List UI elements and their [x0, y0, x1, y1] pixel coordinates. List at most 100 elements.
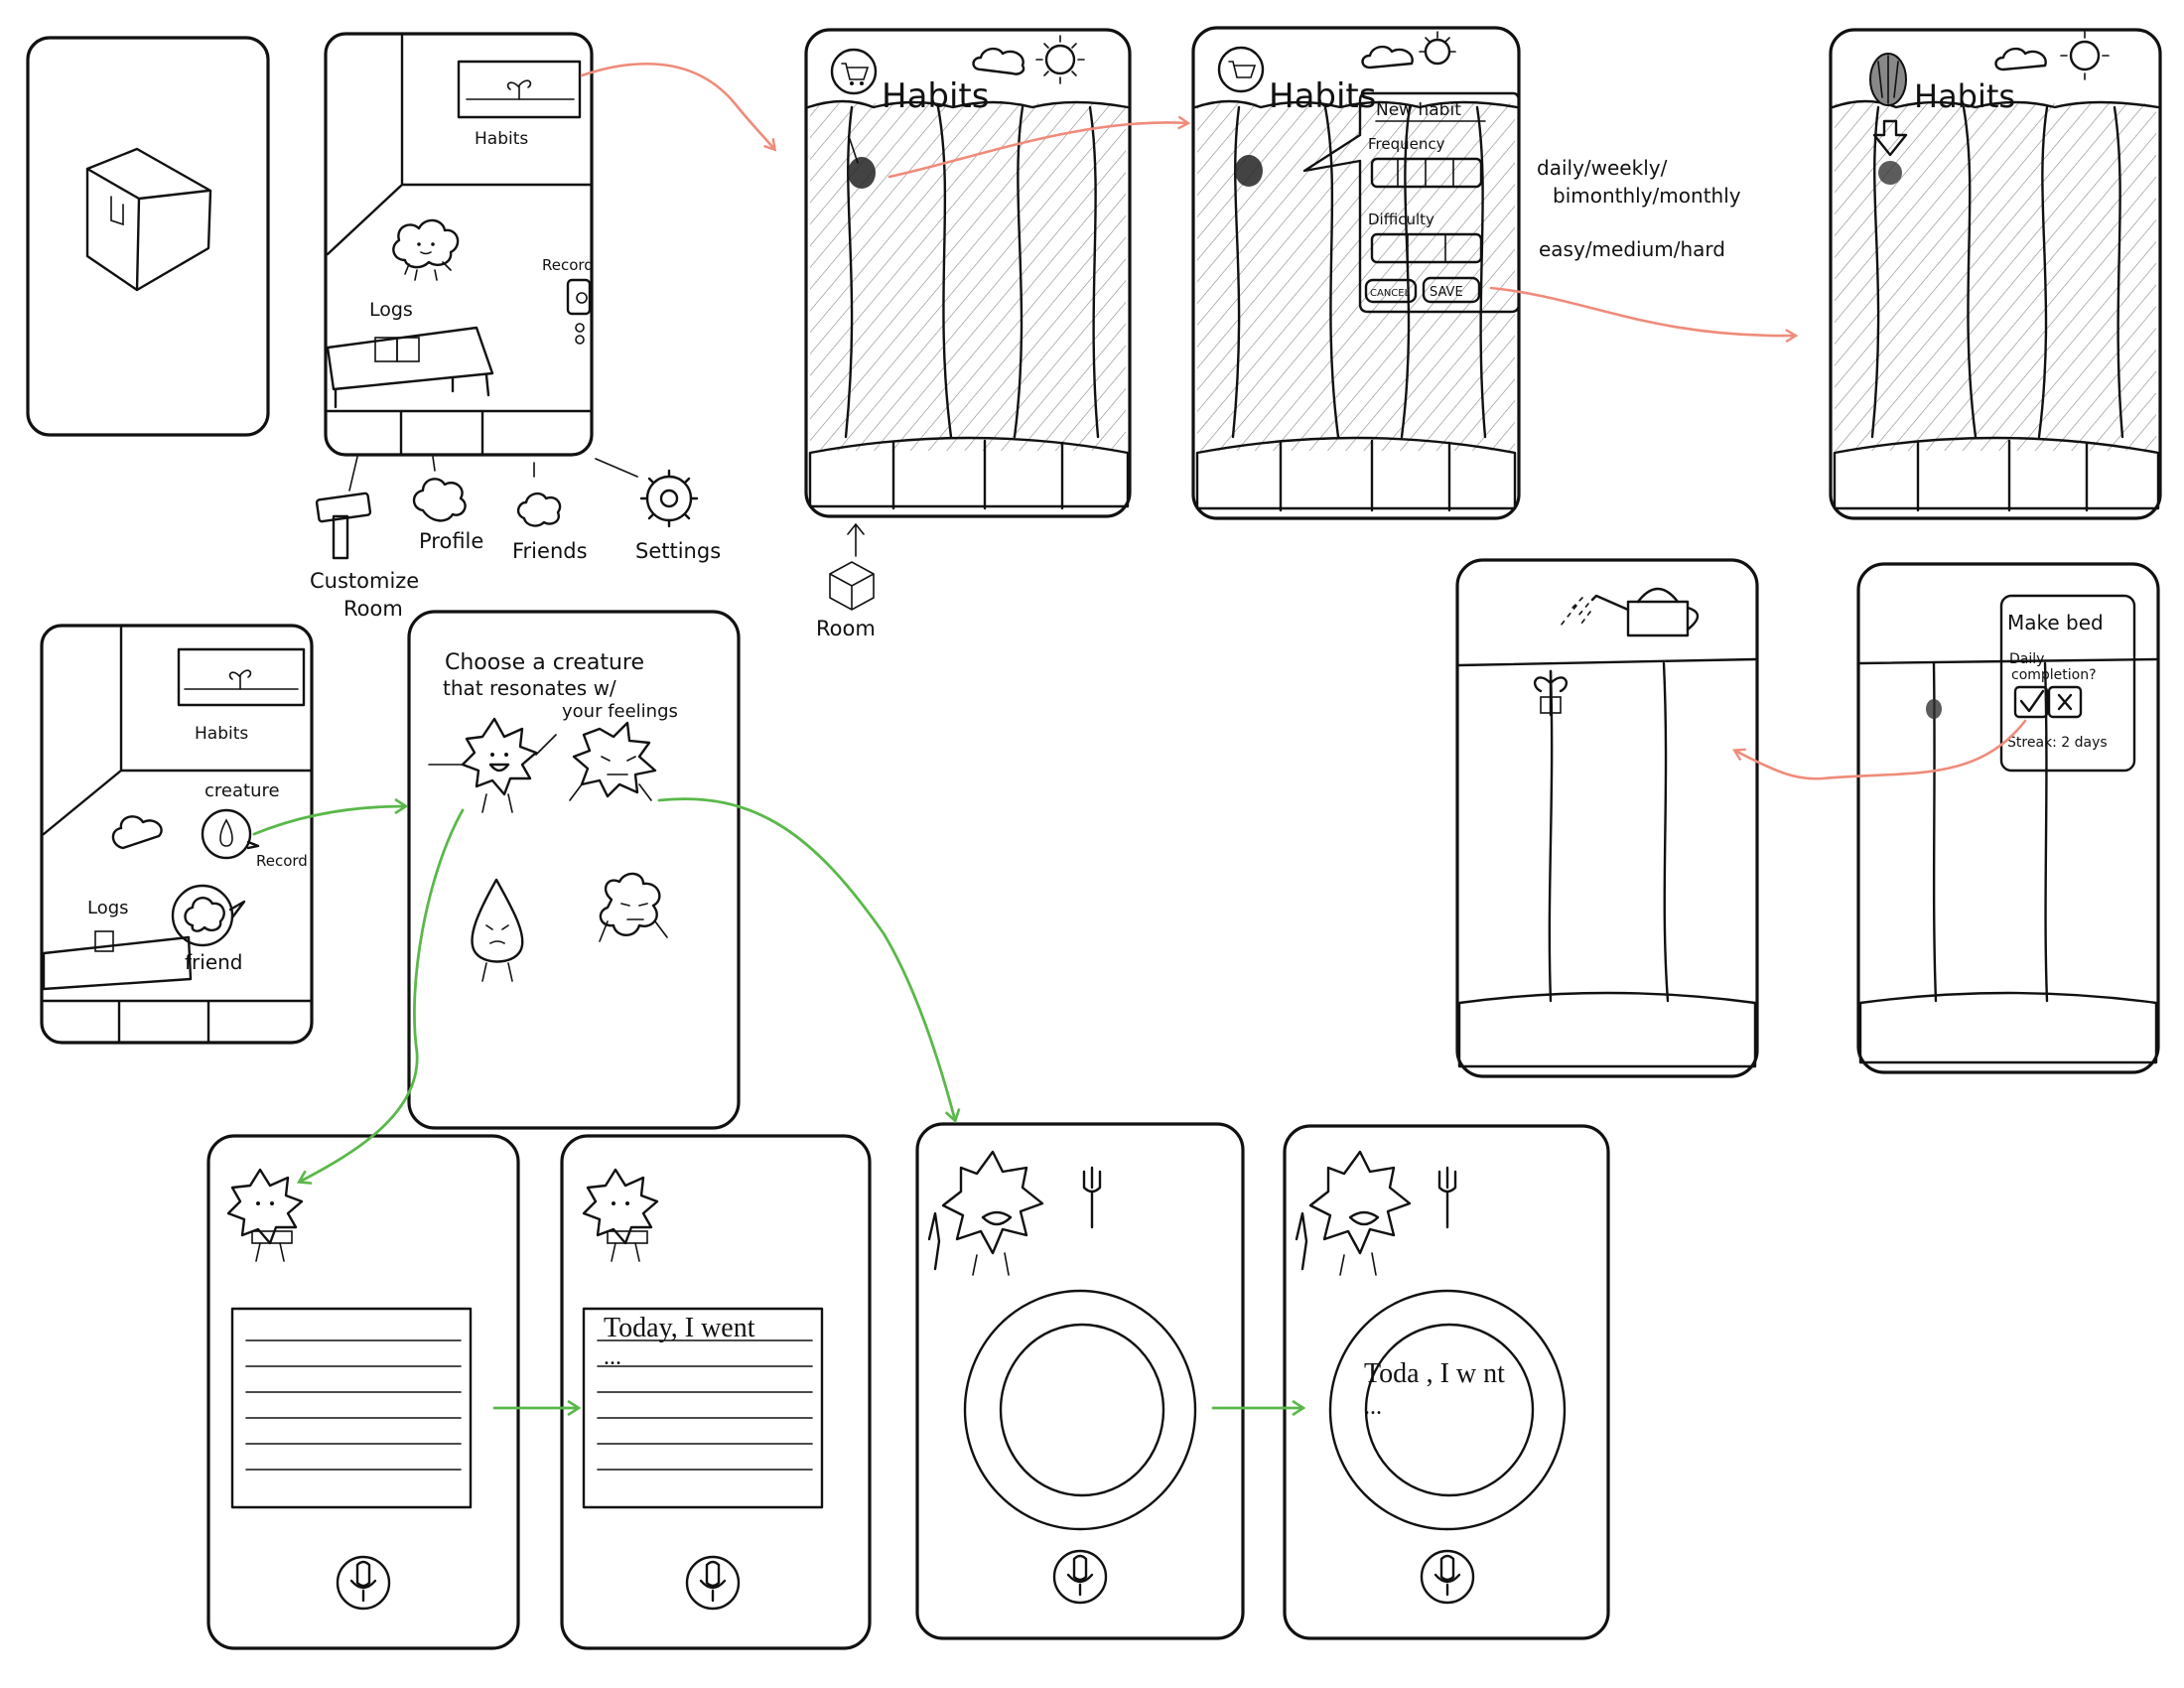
microphone-button[interactable] — [1052, 1549, 1108, 1605]
journal-textbox[interactable] — [582, 1307, 824, 1509]
watering-can-icon — [1560, 587, 1700, 637]
phone-journal-text: Today, I went ... — [560, 1134, 872, 1650]
phone-journal-empty — [206, 1134, 520, 1650]
check-icon — [2019, 689, 2045, 713]
phone-seed-planted: Habits — [1829, 28, 2162, 520]
microphone-icon — [1066, 1554, 1094, 1597]
arrow-save-to-planted — [1489, 286, 1795, 336]
sun-icon — [2060, 31, 2110, 80]
phone-room-bubbles: Habits Logs creature friend Record — [40, 624, 314, 1045]
nav-settings[interactable]: Settings — [595, 458, 721, 563]
cloud-icon — [972, 47, 1025, 75]
spiky-creature-icon — [941, 1150, 1044, 1276]
sun-creature-icon — [226, 1168, 304, 1262]
journal-lines — [245, 1339, 462, 1471]
habits-window[interactable] — [457, 60, 582, 119]
habits-title: Habits — [882, 76, 989, 116]
new-habit-title: New habit — [1376, 100, 1461, 120]
difficulty-label: Difficulty — [1368, 211, 1434, 228]
plate[interactable] — [1328, 1289, 1567, 1531]
nav-friends[interactable]: Friends — [512, 462, 588, 563]
save-label: SAVE — [1430, 285, 1463, 300]
microphone-button[interactable] — [336, 1555, 391, 1611]
completion-question-1: Daily — [2009, 651, 2044, 667]
seed-icon — [1235, 155, 1263, 187]
journal-entry-text: Today, I went — [604, 1313, 755, 1343]
phone-creature-chooser: Choose a creature that resonates w/ your… — [407, 610, 741, 1130]
arrow-check-to-watering — [1735, 719, 2027, 780]
creature-bubble[interactable] — [201, 808, 260, 860]
microphone-button[interactable] — [685, 1555, 741, 1611]
save-button[interactable]: SAVE — [1422, 276, 1481, 304]
spiky-creature-icon — [572, 721, 657, 798]
phone-splash — [26, 36, 270, 437]
book-icon[interactable] — [374, 337, 420, 362]
plate[interactable] — [963, 1289, 1197, 1531]
book-icon — [94, 930, 114, 952]
nav-customize-room[interactable]: Customize Room — [310, 456, 419, 621]
friend-bubble[interactable] — [171, 884, 246, 947]
phone-new-habit: Habits New habit Frequency Difficulty CA… — [1191, 26, 1521, 520]
nav-profile[interactable]: Profile — [412, 456, 483, 553]
sprout-icon — [1534, 669, 1568, 717]
microphone-icon — [699, 1560, 727, 1603]
profile-cloud-icon — [412, 478, 467, 522]
room-nav-below[interactable]: Room — [816, 522, 876, 640]
cloud-creature-icon[interactable] — [392, 218, 460, 281]
arrow-spiky-to-plate — [657, 797, 955, 1120]
drop-creature-option[interactable] — [471, 878, 524, 982]
hammer-icon — [315, 492, 372, 560]
sun-icon — [1419, 31, 1456, 66]
arrow-seed-to-modal — [887, 122, 1187, 179]
sun-creature-option[interactable] — [428, 717, 557, 813]
plate-entry-text: Toda , I w nt — [1364, 1358, 1505, 1389]
habits-label: Habits — [195, 724, 248, 744]
journal-textbox[interactable] — [230, 1307, 473, 1509]
cancel-button[interactable]: CANCEL — [1364, 278, 1418, 304]
plant-icon — [466, 79, 575, 100]
leaf-creature-option[interactable] — [599, 872, 668, 942]
x-icon — [2057, 693, 2073, 711]
drop-creature-icon — [471, 878, 524, 963]
completion-title: Make bed — [2007, 611, 2104, 634]
nav-customize-label: Customize — [310, 569, 419, 593]
check-button[interactable] — [2013, 685, 2049, 719]
nav-room-label: Room — [343, 597, 403, 621]
difficulty-selector[interactable] — [1370, 232, 1483, 264]
cancel-label: CANCEL — [1370, 288, 1411, 299]
fork-icon — [1437, 1166, 1457, 1229]
friends-cloud-icon — [184, 897, 225, 932]
leaf-creature-icon — [599, 872, 661, 936]
seed-icon[interactable] — [848, 138, 876, 189]
chooser-line-1: Choose a creature — [445, 650, 644, 675]
completion-question-2: completion? — [2011, 667, 2097, 683]
phone-plate-empty — [915, 1122, 1245, 1640]
record-device[interactable] — [566, 278, 592, 345]
reject-button[interactable] — [2047, 685, 2083, 719]
sun-creature-icon — [461, 717, 538, 796]
gear-icon — [639, 469, 699, 528]
seed-icon — [1869, 53, 1907, 106]
chooser-line-3: your feelings — [562, 701, 678, 722]
microphone-icon — [1433, 1554, 1461, 1597]
cart-icon[interactable] — [830, 48, 878, 95]
streak-text: Streak: 2 days — [2007, 735, 2108, 751]
habits-label: Habits — [475, 129, 528, 149]
phone-habits: Habits — [804, 28, 1132, 518]
nav-friends-label: Friends — [512, 539, 588, 563]
frequency-selector[interactable] — [1370, 157, 1483, 189]
phone-room: Habits Logs Record — [324, 32, 594, 457]
desk — [326, 326, 494, 391]
room-below-label: Room — [816, 617, 876, 640]
spiky-creature-icon — [1308, 1150, 1412, 1276]
arrow-sun-to-journal — [300, 808, 465, 1182]
nav-profile-label: Profile — [419, 529, 483, 553]
record-label: Record — [542, 256, 594, 274]
cart-icon[interactable] — [1217, 46, 1265, 93]
spiky-creature-option[interactable] — [569, 721, 657, 801]
logs-label: Logs — [369, 299, 413, 321]
plate-ellipsis: ... — [1364, 1394, 1382, 1420]
friends-cloud-icon — [516, 492, 562, 527]
microphone-button[interactable] — [1420, 1549, 1475, 1605]
